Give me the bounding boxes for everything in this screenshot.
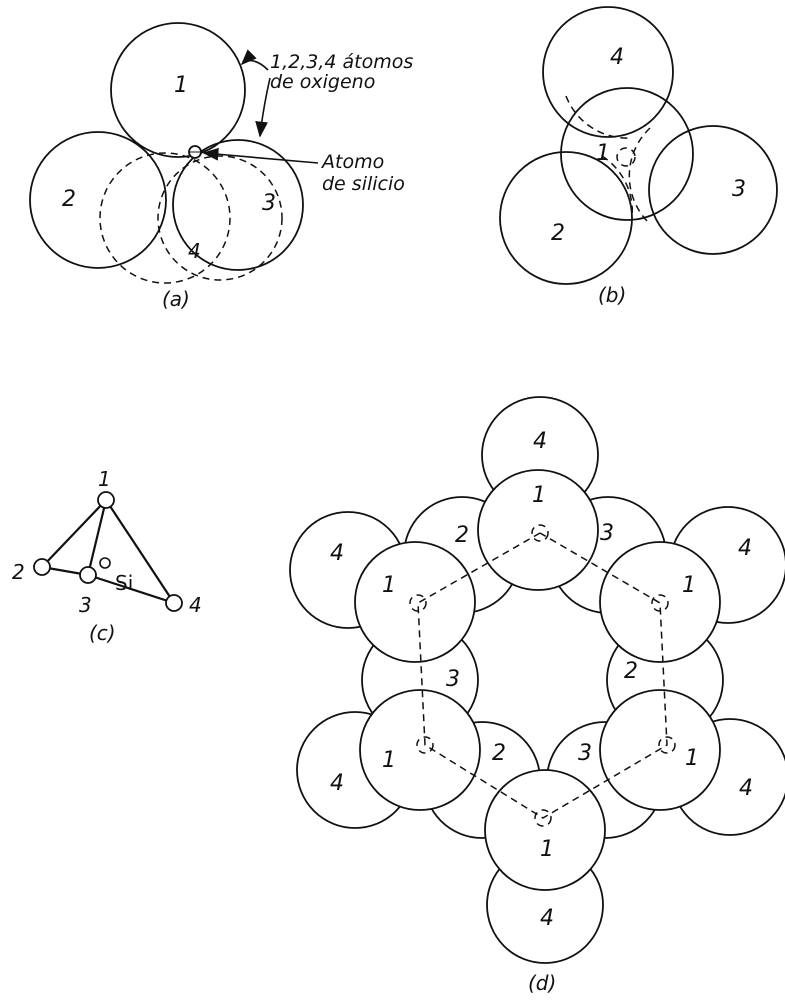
label-1-upper-right: 1: [682, 573, 696, 598]
oxygen-1-label: 1: [174, 73, 188, 98]
apical-oxygen-1-top: [477, 469, 599, 591]
label-1-bottom: 1: [540, 837, 554, 862]
tetra-edge-3-4: [87, 573, 175, 605]
label-3-bottom-right: 3: [578, 741, 592, 766]
oxygen-4-hidden-left: [99, 152, 231, 284]
caption-c: (c): [89, 621, 116, 645]
label-4-lower-right: 4: [739, 776, 753, 801]
oxygen-4-label: 4: [610, 45, 624, 70]
label-4-upper-right: 4: [738, 536, 752, 561]
tetra-edge-1-3: [86, 499, 108, 576]
oxygen-atom-1: [560, 87, 694, 221]
label-4-upper-left: 4: [330, 541, 344, 566]
label-4-bottom: 4: [540, 906, 554, 931]
label-3-left: 3: [446, 667, 460, 692]
oxygen-2-label: 2: [62, 187, 76, 212]
tetra-edge-1-4: [105, 499, 175, 604]
apical-oxygen-1-lower-right: [599, 689, 721, 811]
oxygen-3-label: 3: [262, 191, 276, 216]
vertex-1-label: 1: [98, 467, 111, 491]
oxygen-atom-1: [110, 22, 246, 158]
oxygen-atom-2: [29, 131, 167, 269]
silicon-annotation-line1: Atomo: [320, 151, 384, 173]
oxygen-4-label: 4: [188, 239, 201, 263]
silicate-ring-bonds: [417, 532, 668, 819]
silicon-top: [531, 524, 549, 542]
silicon-atom: [99, 557, 111, 569]
silicon-bottom: [534, 809, 552, 827]
hidden-edge-4: [565, 95, 633, 139]
oxygen-annotation-line1: 1,2,3,4 átomos: [270, 51, 413, 73]
tetra-vertex-4: [165, 594, 183, 612]
label-3-top-right: 3: [600, 521, 614, 546]
vertex-3-label: 3: [79, 593, 92, 617]
silicon-atom-hidden: [616, 147, 636, 167]
label-1-top: 1: [532, 483, 546, 508]
label-1-upper-left: 1: [382, 573, 396, 598]
apical-oxygen-1-upper-right: [599, 541, 721, 663]
tetra-vertex-1: [97, 491, 115, 509]
apical-oxygen-1-lower-left: [359, 689, 481, 811]
apical-oxygen-1-upper-left: [354, 541, 476, 663]
panel-c: 1 2 3 4 Si (c): [12, 467, 202, 645]
caption-b: (b): [598, 283, 626, 307]
oxygen-annotation-line2: de oxigeno: [270, 71, 375, 93]
caption-a: (a): [162, 287, 190, 311]
panel-a: 1 2 3 4 1,2,3,4 átomos de oxigeno Atomo …: [29, 22, 413, 311]
label-4-lower-left: 4: [330, 771, 344, 796]
label-2-bottom-left: 2: [492, 741, 506, 766]
silicon-label: Si: [115, 571, 133, 595]
vertex-4-label: 4: [189, 593, 202, 617]
silicon-annotation-line2: de silicio: [322, 173, 405, 195]
tetra-edge-1-2: [41, 499, 107, 568]
hidden-edge-3: [628, 127, 651, 223]
panel-b: 4 1 2 3 (b): [499, 6, 778, 307]
silicon-lower-right: [658, 736, 676, 754]
label-4-top: 4: [533, 429, 547, 454]
silicon-lower-left: [416, 736, 434, 754]
panel-d: 4 1 2 3 4 1 4 1 3 2 1 1 2 3 4 4 1 4 (d): [289, 396, 785, 995]
oxygen-3-label: 3: [732, 177, 746, 202]
hidden-edge-2: [601, 155, 634, 219]
caption-d: (d): [528, 971, 556, 995]
label-1-lower-right: 1: [685, 746, 699, 771]
label-2-top-left: 2: [455, 523, 469, 548]
oxygen-atom-4: [542, 6, 674, 138]
oxygen-atom-3: [172, 139, 304, 271]
oxygen-1-label: 1: [596, 141, 610, 166]
tetra-vertex-3: [79, 566, 97, 584]
arrow-to-silicon: [202, 147, 319, 164]
arrow-to-oxygen-1: [240, 49, 269, 71]
oxygen-atom-3: [648, 125, 778, 255]
label-1-lower-left: 1: [382, 748, 396, 773]
label-2-right: 2: [624, 659, 638, 684]
apical-oxygen-1-bottom: [484, 769, 606, 891]
tetra-vertex-2: [33, 558, 51, 576]
arrow-to-oxygen-3: [255, 77, 271, 138]
oxygen-2-label: 2: [551, 221, 565, 246]
vertex-2-label: 2: [12, 560, 25, 584]
oxygen-4-hidden-right: [157, 155, 283, 281]
